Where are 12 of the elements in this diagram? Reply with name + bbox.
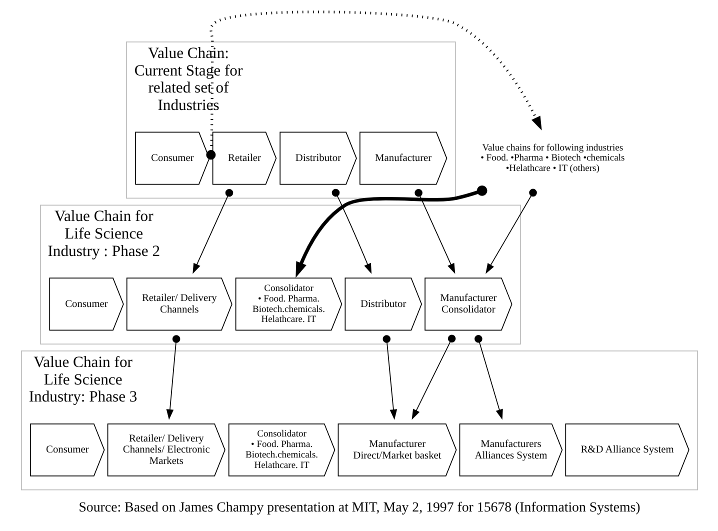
- arrow: [166, 335, 180, 420]
- arrow: [382, 335, 397, 420]
- arrow: [295, 186, 487, 278]
- arrow: [192, 188, 233, 274]
- arrow: [206, 10, 542, 160]
- arrow: [331, 188, 372, 274]
- node-text: Value chains for following industries • Food. •Pharma • Biotech •chemicals •Helathcare • IT (others): [480, 142, 624, 174]
- arrow: [414, 188, 455, 274]
- arrow: [474, 334, 502, 420]
- arrow: [411, 334, 456, 420]
- arrow: [485, 188, 536, 274]
- caption: Source: Based on James Champy presentation at MIT, May 2, 1997 for 15678 (Information Systems): [78, 500, 640, 516]
